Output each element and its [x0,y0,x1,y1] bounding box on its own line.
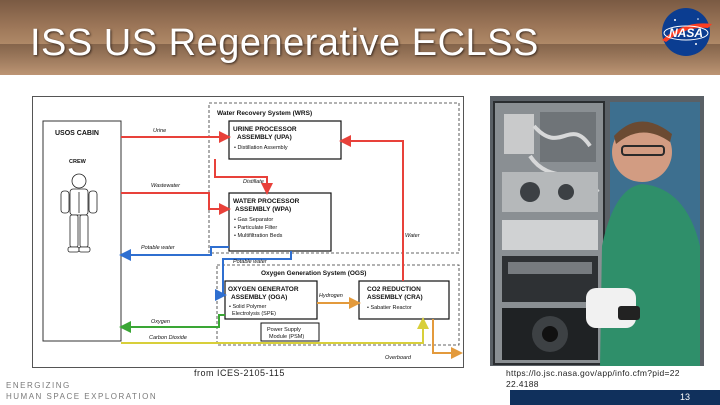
upa-title-2: ASSEMBLY (UPA) [237,134,292,141]
psm-title-2: Module (PSM) [269,334,304,340]
title-banner: ISS US Regenerative ECLSS NASA [0,0,720,75]
ogs-title: Oxygen Generation System (OGS) [261,270,366,277]
potable-water-label-1: Potable water [141,245,176,251]
astronaut-icon [60,173,98,253]
cra-item-1: • Sabatier Reactor [367,305,412,311]
oxygen-label: Oxygen [151,319,170,325]
wpa-item-1: • Gas Separator [234,217,273,223]
eclss-diagram: USOS CABIN CREW Water Recovery System (W… [32,96,464,368]
cra-title-1: CO2 REDUCTION [367,286,421,293]
psm-title-1: Power Supply [267,327,301,333]
water-return-arrow [339,135,404,281]
nasa-logo-icon: NASA [662,8,712,56]
potable-water-label-2: Potable water [233,259,268,265]
wrs-title: Water Recovery System (WRS) [217,110,312,117]
oga-item-1: • Solid Polymer [229,304,267,310]
upa-title-1: URINE PROCESSOR [233,126,297,133]
footer-bar [510,390,720,405]
usos-cabin-label: USOS CABIN [55,130,99,137]
urine-label: Urine [153,128,166,134]
wpa-title-2: ASSEMBLY (WPA) [235,206,291,213]
astronaut-rack-photo [490,96,704,366]
wpa-item-2: • Particulate Filter [234,225,277,231]
distillate-flow-arrow [214,159,273,195]
wastewater-label: Wastewater [151,183,181,189]
cra-title-2: ASSEMBLY (CRA) [367,294,423,301]
oga-title-2: ASSEMBLY (OGA) [231,294,287,301]
water-label: Water [405,233,421,239]
slide-title: ISS US Regenerative ECLSS [30,22,539,64]
distillate-label: Distillate [243,179,264,185]
upa-item-1: • Distillation Assembly [234,145,288,151]
upa-box [228,120,342,160]
oga-title-1: OXYGEN GENERATOR [228,286,299,293]
potable-water-cabin-arrow [119,246,229,261]
wpa-box [228,192,332,252]
footer-tagline-line2: HUMAN SPACE EXPLORATION [6,392,158,401]
wpa-item-3: • Multifiltration Beds [234,233,283,239]
banner-landscape [0,44,720,75]
nasa-logo-text: NASA [669,26,703,40]
overboard-flow-arrow [432,319,463,359]
oga-item-2: Electrolysis (SPE) [232,311,276,317]
wastewater-flow-arrow [121,192,231,215]
potable-water-oga-arrow [215,251,292,301]
diagram-source-caption: from ICES-2105-115 [194,368,285,378]
overboard-label: Overboard [385,355,412,361]
co2-label: Carbon Dioxide [149,335,187,341]
oxygen-flow-arrow [119,314,225,333]
usos-cabin-box [42,120,122,342]
ogs-container [216,264,460,346]
hydrogen-label: Hydrogen [319,293,343,299]
wrs-container [208,102,460,254]
wpa-title-1: WATER PROCESSOR [233,198,300,205]
crew-label: CREW [69,159,87,165]
footer-tagline: ENERGIZING HUMAN SPACE EXPLORATION [6,380,157,402]
psm-box [260,322,320,342]
cra-box [358,280,450,320]
page-number: 13 [679,392,690,402]
footer-tagline-line1: ENERGIZING [6,381,71,390]
photo-source-caption: https://lo.jsc.nasa.gov/app/info.cfm?pid… [506,368,680,389]
co2-flow-arrow [121,317,429,344]
